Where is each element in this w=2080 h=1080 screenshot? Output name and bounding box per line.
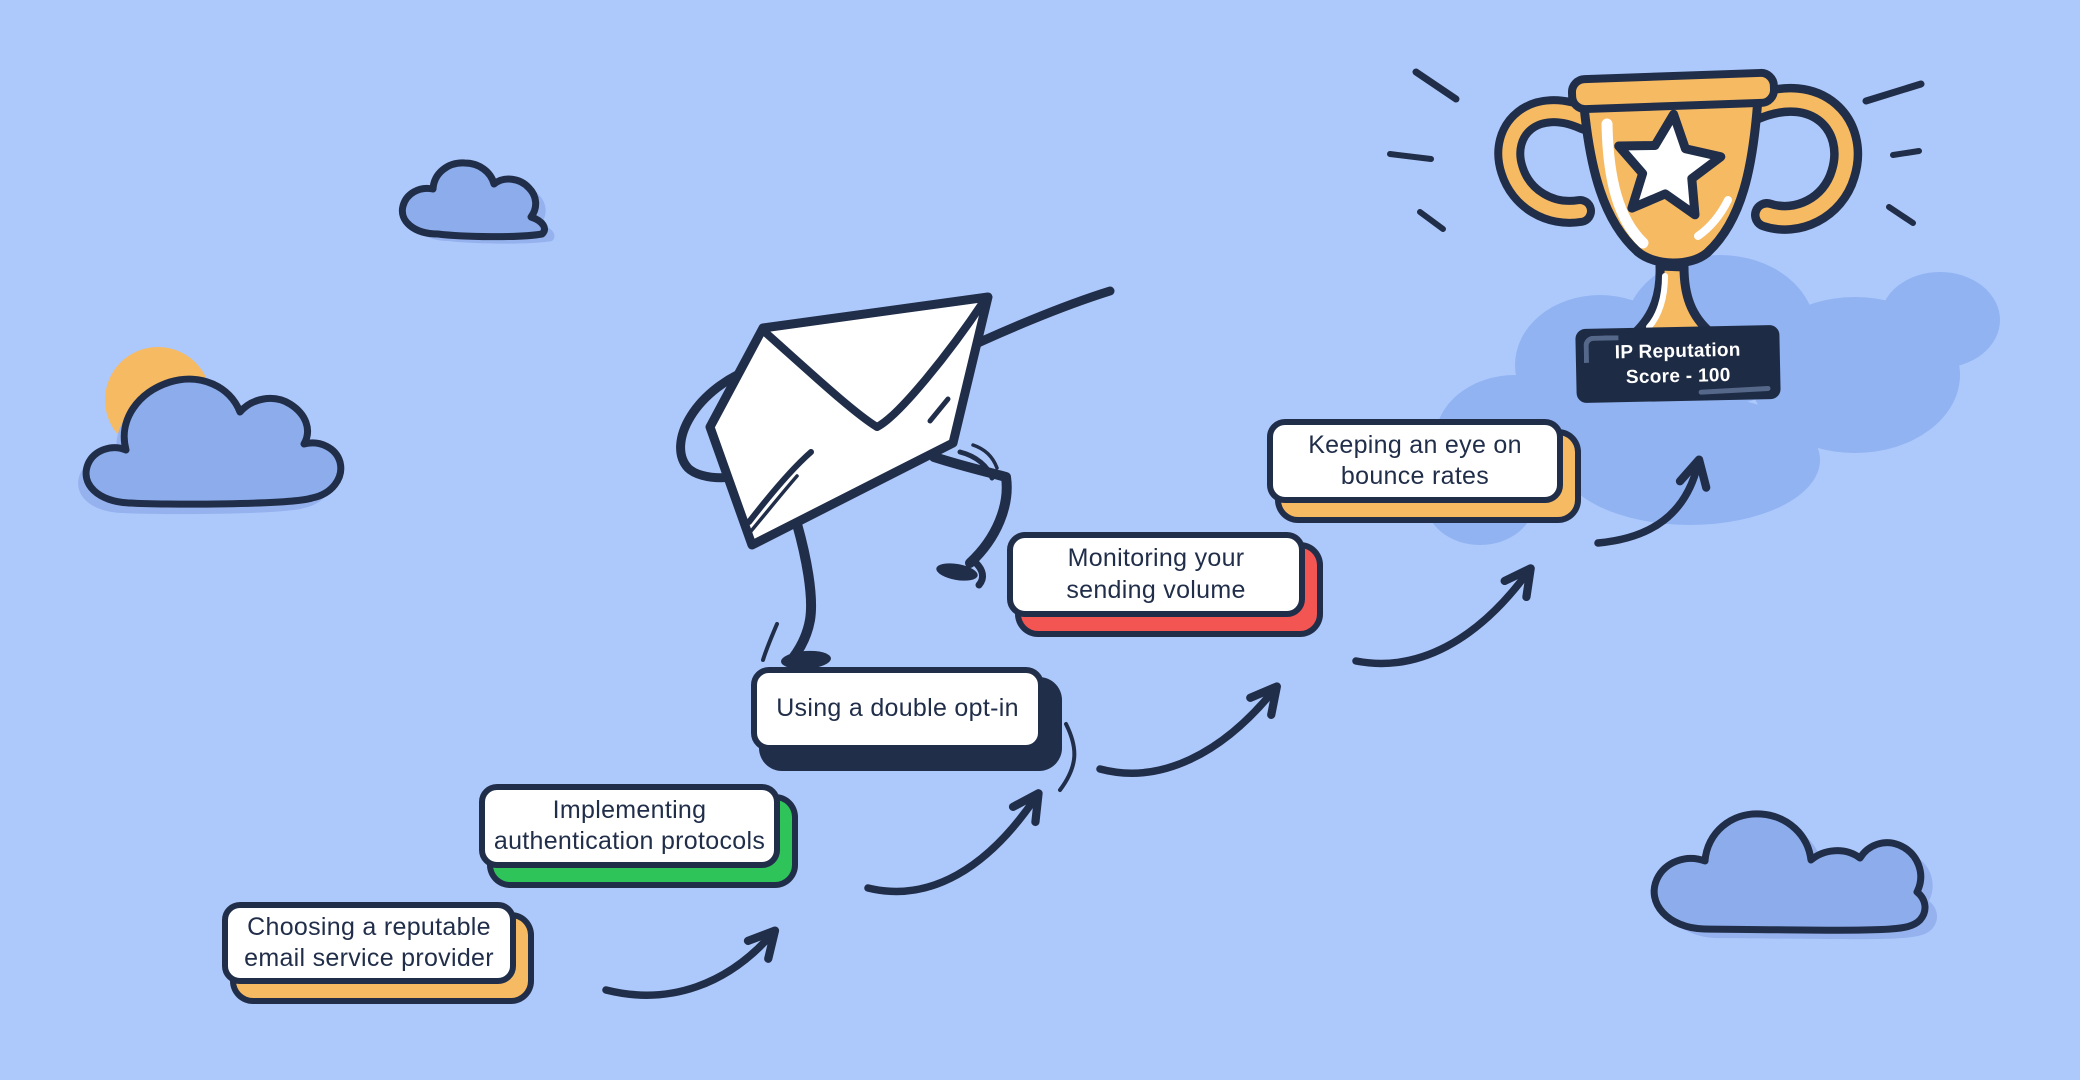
sun-icon <box>105 347 211 453</box>
arrow-icon <box>1594 455 1711 547</box>
envelope-crease <box>927 396 951 424</box>
arrow-icon <box>864 789 1043 896</box>
trophy-cup <box>1579 93 1763 268</box>
trophy-highlight <box>1646 273 1668 330</box>
arrow-icon <box>1352 564 1535 668</box>
trophy-right-handle <box>1738 83 1863 234</box>
envelope-heel <box>972 559 987 589</box>
motion-line <box>761 622 779 662</box>
badge-trim-highlight <box>1583 335 1619 363</box>
step-box-2: Implementing authentication protocols <box>479 784 780 868</box>
envelope-crease <box>745 474 799 538</box>
badge-line: Score - 100 <box>1625 364 1731 389</box>
cloud-left-icon <box>78 375 345 515</box>
step-box-5: Keeping an eye on bounce rates <box>1267 419 1563 503</box>
star-icon <box>1614 109 1726 220</box>
step-label: authentication protocols <box>493 827 766 855</box>
envelope-standing-leg <box>788 519 817 663</box>
trophy-left-handle-fill <box>1502 104 1593 219</box>
step-box-1: Choosing a reputable email service provi… <box>222 902 516 984</box>
step-label: Monitoring your <box>1067 544 1245 572</box>
badge-line: IP Reputation <box>1614 339 1741 364</box>
motion-line <box>971 443 999 470</box>
trophy-rim <box>1567 68 1779 114</box>
step-box-4: Monitoring your sending volume <box>1007 532 1305 617</box>
motion-line <box>957 449 995 481</box>
step-label: sending volume <box>1066 575 1246 604</box>
trophy-stem <box>1630 261 1716 338</box>
trophy-icon <box>1494 68 1863 338</box>
step-box-3: Using a double opt-in <box>751 667 1044 751</box>
step-label: email service provider <box>244 944 494 972</box>
trophy-badge: IP Reputation Score - 100 <box>1575 324 1781 404</box>
motion-swoosh <box>1058 722 1077 792</box>
step-label: Implementing <box>552 795 707 824</box>
cloud-small-icon <box>398 159 555 244</box>
envelope-right-arm <box>945 286 1115 361</box>
step-label: bounce rates <box>1340 462 1490 490</box>
envelope-crease <box>746 449 814 525</box>
step-label: Choosing a reputable <box>247 912 491 941</box>
envelope-left-arm <box>676 361 763 483</box>
trophy-right-handle-fill <box>1746 92 1854 226</box>
envelope-raised-leg <box>929 452 1012 568</box>
step-label: Keeping an eye on <box>1308 430 1522 459</box>
cloud-bottom-right-icon <box>1650 810 1938 940</box>
trophy-left-handle <box>1494 96 1601 227</box>
trophy-highlight <box>1601 118 1649 249</box>
trophy-highlight <box>1694 196 1732 240</box>
arrow-icon <box>1096 682 1281 777</box>
sparkle-dashes-icon <box>1387 68 1925 232</box>
envelope-flap <box>762 297 988 431</box>
arrow-icon <box>602 926 780 999</box>
envelope-raised-foot <box>936 563 978 581</box>
step-label: Using a double opt-in <box>776 694 1019 723</box>
envelope-body <box>705 292 993 550</box>
